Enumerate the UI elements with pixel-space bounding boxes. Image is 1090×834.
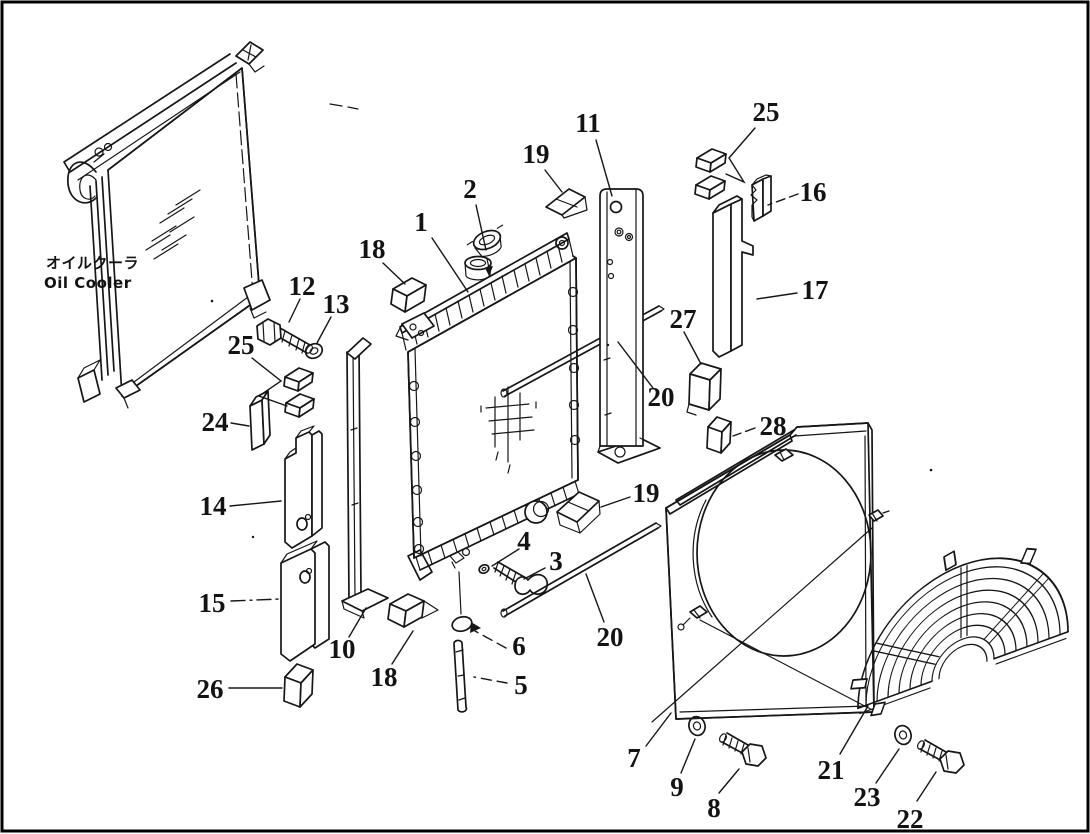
- wedge-18-lower: [387, 593, 439, 628]
- svg-text:18: 18: [359, 234, 386, 264]
- svg-text:21: 21: [818, 755, 845, 785]
- svg-text:14: 14: [200, 491, 227, 521]
- svg-text:27: 27: [670, 304, 697, 334]
- shroud-washer-9: [688, 715, 706, 737]
- svg-text:9: 9: [670, 772, 684, 802]
- svg-text:25: 25: [228, 330, 255, 360]
- overflow-tube-5: [453, 639, 468, 713]
- pad-15: [251, 535, 330, 662]
- radiator-cap: [466, 224, 504, 276]
- svg-text:23: 23: [854, 782, 881, 812]
- block-28: [706, 416, 732, 454]
- radiator-assembly: [395, 232, 581, 615]
- svg-text:7: 7: [627, 743, 641, 773]
- callout-19-top: 19: [523, 139, 563, 193]
- oil-cooler-label-jp: オイルクーラ: [46, 254, 139, 272]
- callout-4: 4: [491, 526, 531, 567]
- callout-25-top: 25: [725, 97, 780, 184]
- drain-plug-6: [451, 615, 481, 633]
- oil-cooler-panel: [63, 41, 359, 409]
- svg-text:20: 20: [648, 382, 675, 412]
- callout-17: 17: [756, 275, 829, 305]
- callout-8: 8: [707, 768, 740, 823]
- fan-guard: [850, 547, 1069, 717]
- side-bar-10: [341, 337, 389, 619]
- callout-25-left: 25: [228, 330, 288, 407]
- guard-bolt-22: [916, 739, 965, 774]
- svg-text:1: 1: [414, 207, 428, 237]
- svg-text:13: 13: [323, 289, 350, 319]
- svg-text:6: 6: [512, 631, 526, 661]
- svg-text:28: 28: [760, 411, 787, 441]
- svg-text:4: 4: [517, 526, 531, 556]
- svg-text:19: 19: [633, 478, 660, 508]
- svg-text:10: 10: [329, 634, 356, 664]
- callout-26: 26: [197, 674, 283, 704]
- bracket-17: [712, 195, 754, 358]
- mount-washer-13: [304, 342, 324, 360]
- svg-text:18: 18: [371, 662, 398, 692]
- callout-14: 14: [200, 491, 282, 521]
- svg-text:2: 2: [463, 174, 477, 204]
- drain-washer-4: [478, 563, 490, 575]
- svg-text:3: 3: [549, 546, 563, 576]
- svg-text:20: 20: [597, 622, 624, 652]
- callout-15: 15: [199, 588, 281, 618]
- block-24: [249, 390, 271, 451]
- svg-text:15: 15: [199, 588, 226, 618]
- svg-text:8: 8: [707, 793, 721, 823]
- callout-12: 12: [288, 271, 316, 323]
- callout-2: 2: [463, 174, 487, 251]
- callout-27: 27: [670, 304, 702, 365]
- fan-shroud: [651, 422, 933, 723]
- svg-text:16: 16: [800, 177, 827, 207]
- callout-10: 10: [329, 607, 367, 664]
- callout-6: 6: [474, 630, 526, 661]
- wedge-18-upper: [390, 277, 427, 313]
- callout-20-upper: 20: [617, 341, 675, 412]
- callout-28: 28: [732, 411, 787, 441]
- svg-text:26: 26: [197, 674, 224, 704]
- callout-19-mid: 19: [600, 478, 660, 508]
- clip-25-upper-pair: [694, 148, 727, 200]
- svg-text:22: 22: [897, 804, 924, 834]
- callout-24: 24: [202, 407, 250, 437]
- svg-text:24: 24: [202, 407, 229, 437]
- clip-25-left-pair: [283, 367, 315, 418]
- svg-text:19: 19: [523, 139, 550, 169]
- svg-text:12: 12: [289, 271, 316, 301]
- callout-5: 5: [473, 670, 528, 700]
- rod-20-lower: [500, 522, 662, 618]
- callout-22: 22: [897, 771, 937, 834]
- support-bracket-11: [597, 188, 661, 464]
- clip-19-upper: [545, 188, 588, 219]
- callout-18-top: 18: [359, 234, 406, 285]
- callout-1: 1: [414, 207, 469, 293]
- block-27: [686, 362, 722, 416]
- svg-text:17: 17: [802, 275, 829, 305]
- clip-19-lower: [556, 491, 601, 534]
- callouts-layer: 1 2 19 11 25 16 18 17: [197, 97, 937, 834]
- svg-text:25: 25: [753, 97, 780, 127]
- callout-21: 21: [818, 705, 869, 785]
- callout-18-bottom: 18: [371, 630, 414, 692]
- callout-9: 9: [670, 738, 696, 802]
- oil-cooler-label-en: Oil Cooler: [44, 274, 132, 292]
- pad-14: [284, 425, 323, 549]
- callout-13: 13: [316, 289, 350, 344]
- shroud-bolt-8: [718, 732, 767, 767]
- guard-washer-23: [894, 724, 912, 746]
- callout-20-lower: 20: [585, 573, 624, 652]
- svg-text:5: 5: [514, 670, 528, 700]
- callout-16: 16: [767, 177, 827, 207]
- bracket-16: [750, 174, 772, 222]
- callout-11: 11: [575, 108, 613, 197]
- callout-3: 3: [523, 546, 563, 580]
- callout-23: 23: [854, 748, 900, 812]
- svg-text:11: 11: [575, 108, 601, 138]
- block-26: [283, 663, 314, 708]
- callout-7: 7: [627, 712, 672, 773]
